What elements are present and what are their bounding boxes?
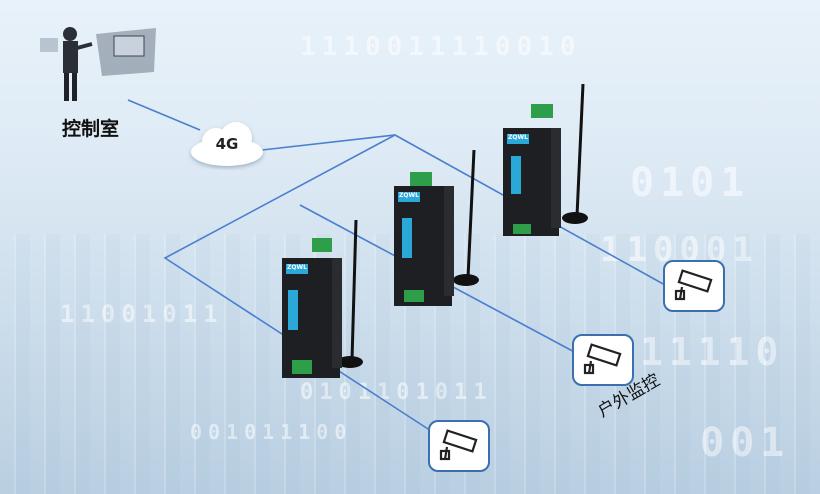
router-icon: ZQWL bbox=[388, 149, 488, 320]
bg-binary: 001011100 bbox=[190, 420, 352, 444]
router-icon: ZQWL bbox=[270, 210, 370, 390]
bg-binary: 11001011 bbox=[60, 300, 224, 328]
bg-binary: 001 bbox=[700, 420, 790, 466]
cloud-icon: 4G bbox=[186, 118, 268, 170]
router-brand: ZQWL bbox=[399, 192, 419, 199]
router-brand: ZQWL bbox=[287, 264, 307, 271]
camera-icon bbox=[428, 420, 490, 472]
router-brand: ZQWL bbox=[508, 134, 528, 141]
bg-binary: 0101101011 bbox=[300, 380, 492, 405]
cloud-label: 4G bbox=[215, 135, 239, 153]
camera-icon bbox=[663, 260, 725, 312]
operator-icon bbox=[30, 14, 160, 104]
control-room-label: 控制室 bbox=[62, 118, 120, 140]
camera-icon bbox=[572, 334, 634, 386]
router-icon: ZQWL bbox=[495, 83, 595, 244]
bg-binary: 1110011110010 bbox=[300, 32, 582, 62]
bg-binary: 0101 bbox=[630, 160, 751, 206]
bg-binary: 11110 bbox=[640, 330, 784, 374]
